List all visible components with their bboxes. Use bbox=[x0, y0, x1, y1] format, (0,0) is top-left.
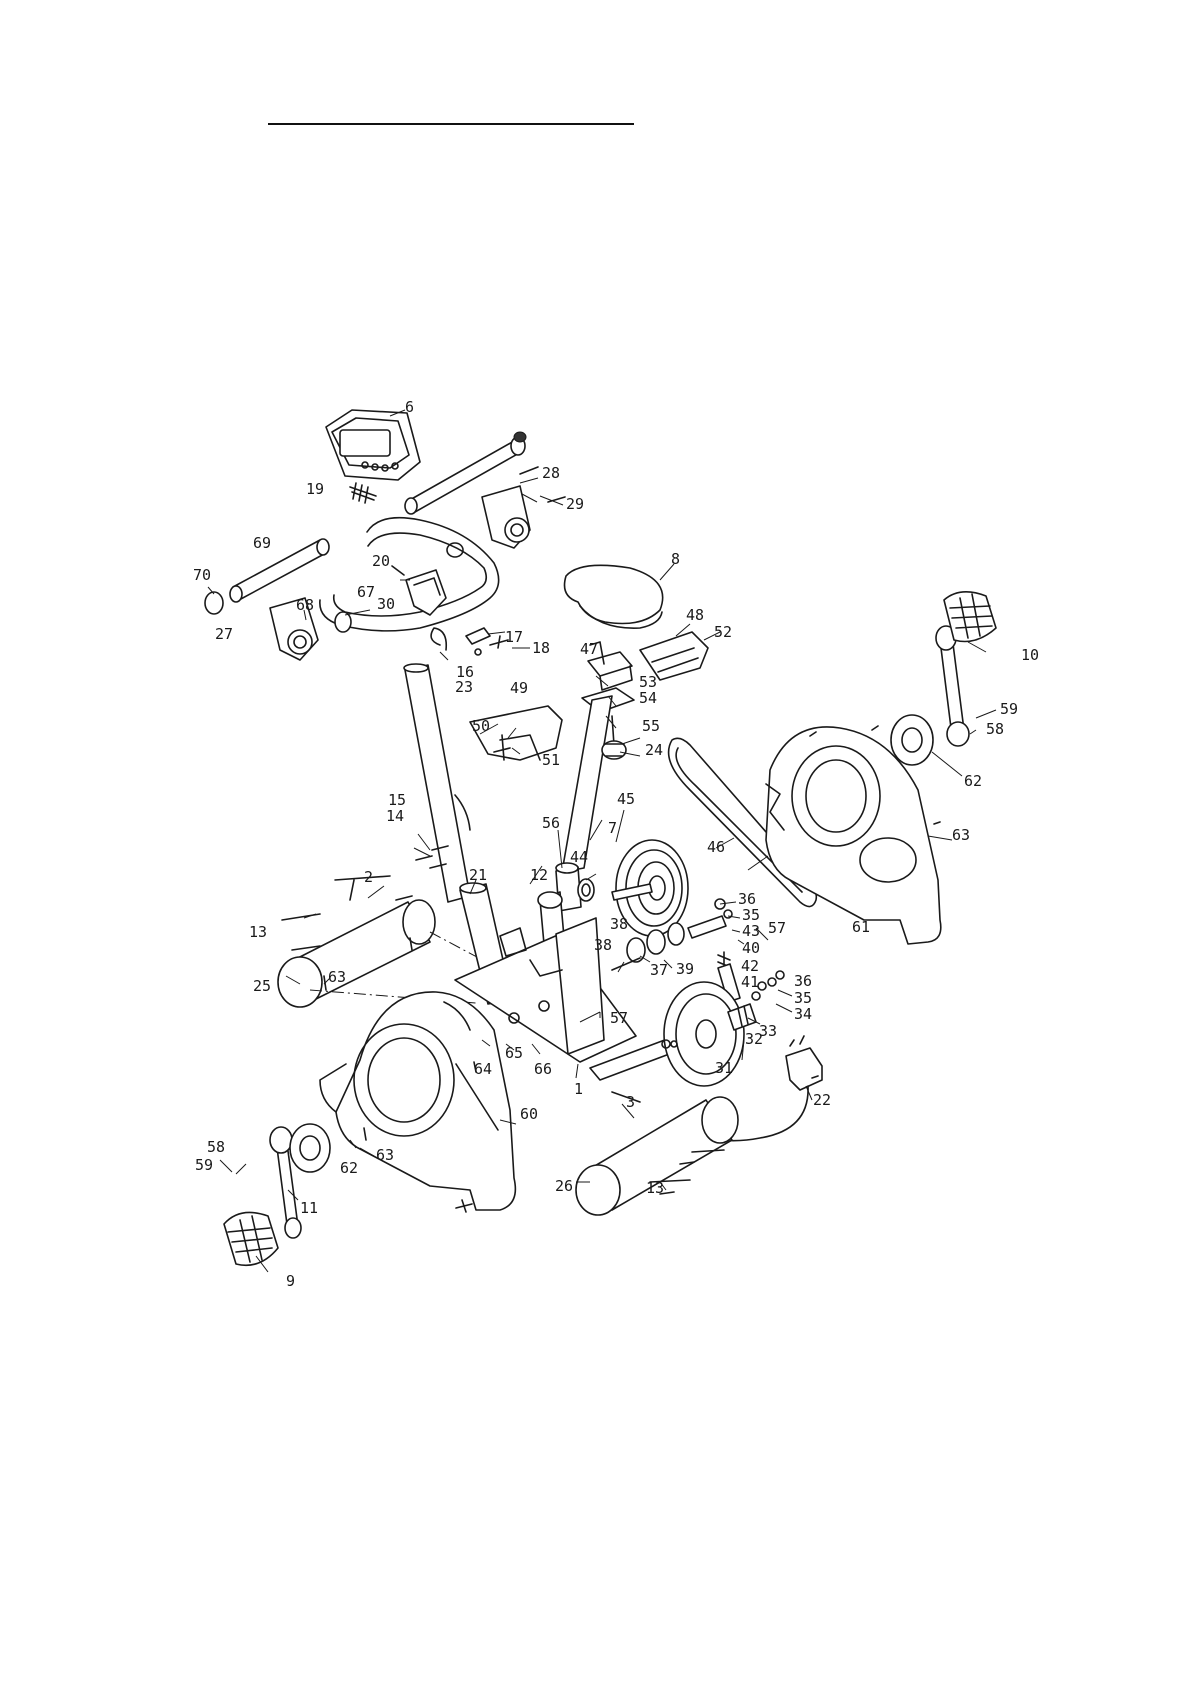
part-left-cover bbox=[320, 992, 515, 1210]
callout: 43 bbox=[742, 922, 760, 940]
callout: 67 bbox=[357, 583, 375, 601]
callout: 44 bbox=[570, 848, 588, 866]
callout: 2 bbox=[364, 868, 373, 886]
callout: 57 bbox=[768, 919, 786, 937]
callout: 9 bbox=[286, 1272, 295, 1290]
callout: 22 bbox=[813, 1091, 831, 1109]
callout: 7 bbox=[608, 819, 617, 837]
part-seat-post bbox=[562, 696, 626, 872]
part-pedal-right bbox=[944, 592, 996, 642]
callout: 38 bbox=[610, 915, 628, 933]
callout: 38 bbox=[594, 936, 612, 954]
callout: 40 bbox=[742, 939, 760, 957]
part-pedal-left bbox=[224, 1212, 278, 1265]
callout: 59 bbox=[195, 1156, 213, 1174]
callout: 27 bbox=[215, 625, 233, 643]
callout: 19 bbox=[306, 480, 324, 498]
callout: 46 bbox=[707, 838, 725, 856]
callout: 32 bbox=[745, 1030, 763, 1048]
callout: 29 bbox=[566, 495, 584, 513]
callout: 36 bbox=[794, 972, 812, 990]
part-handlebar-clamp bbox=[392, 566, 446, 615]
callout: 14 bbox=[386, 807, 404, 825]
callout: 54 bbox=[639, 689, 657, 707]
callout: 60 bbox=[520, 1105, 538, 1123]
callout: 61 bbox=[852, 918, 870, 936]
callout: 25 bbox=[253, 977, 271, 995]
callout: 50 bbox=[472, 717, 490, 735]
callout: 18 bbox=[532, 639, 550, 657]
callout: 49 bbox=[510, 679, 528, 697]
callout: 63 bbox=[952, 826, 970, 844]
callout: 34 bbox=[794, 1005, 812, 1023]
callout: 12 bbox=[530, 866, 548, 884]
callout: 17 bbox=[505, 628, 523, 646]
callout: 59 bbox=[1000, 700, 1018, 718]
callout: 20 bbox=[372, 552, 390, 570]
part-crank-left bbox=[270, 1124, 330, 1238]
callout: 58 bbox=[207, 1138, 225, 1156]
callout: 6 bbox=[405, 398, 414, 416]
callout: 66 bbox=[534, 1060, 552, 1078]
callout: 39 bbox=[676, 960, 694, 978]
callout: 45 bbox=[617, 790, 635, 808]
callout: 51 bbox=[542, 751, 560, 769]
callout: 64 bbox=[474, 1060, 492, 1078]
callout: 47 bbox=[580, 640, 598, 658]
callout: 37 bbox=[650, 961, 668, 979]
part-console bbox=[326, 410, 420, 480]
callout: 13 bbox=[249, 923, 267, 941]
callout: 62 bbox=[964, 772, 982, 790]
callout: 41 bbox=[741, 973, 759, 991]
callout: 11 bbox=[300, 1199, 318, 1217]
callout: 65 bbox=[505, 1044, 523, 1062]
part-flywheel bbox=[662, 982, 756, 1086]
callout: 1 bbox=[574, 1080, 583, 1098]
callout: 56 bbox=[542, 814, 560, 832]
part-crank-right bbox=[891, 626, 969, 765]
callout: 21 bbox=[469, 866, 487, 884]
callout: 55 bbox=[642, 717, 660, 735]
callout: 8 bbox=[671, 550, 680, 568]
callout: 62 bbox=[340, 1159, 358, 1177]
callout: 30 bbox=[377, 595, 395, 613]
callout: 3 bbox=[626, 1093, 635, 1111]
callout: 63 bbox=[376, 1146, 394, 1164]
callout: 28 bbox=[542, 464, 560, 482]
callout: 24 bbox=[645, 741, 663, 759]
callout: 23 bbox=[455, 678, 473, 696]
callout: 63 bbox=[328, 968, 346, 986]
callout: 69 bbox=[253, 534, 271, 552]
part-seat bbox=[565, 565, 663, 628]
callout: 70 bbox=[193, 566, 211, 584]
callout: 13 bbox=[646, 1179, 664, 1197]
callout: 52 bbox=[714, 623, 732, 641]
callout: 57 bbox=[610, 1009, 628, 1027]
callout: 48 bbox=[686, 606, 704, 624]
callout: 10 bbox=[1021, 646, 1039, 664]
callout: 31 bbox=[715, 1059, 733, 1077]
callout: 68 bbox=[296, 596, 314, 614]
callout: 26 bbox=[555, 1177, 573, 1195]
callout: 58 bbox=[986, 720, 1004, 738]
part-console-wire bbox=[350, 483, 376, 503]
